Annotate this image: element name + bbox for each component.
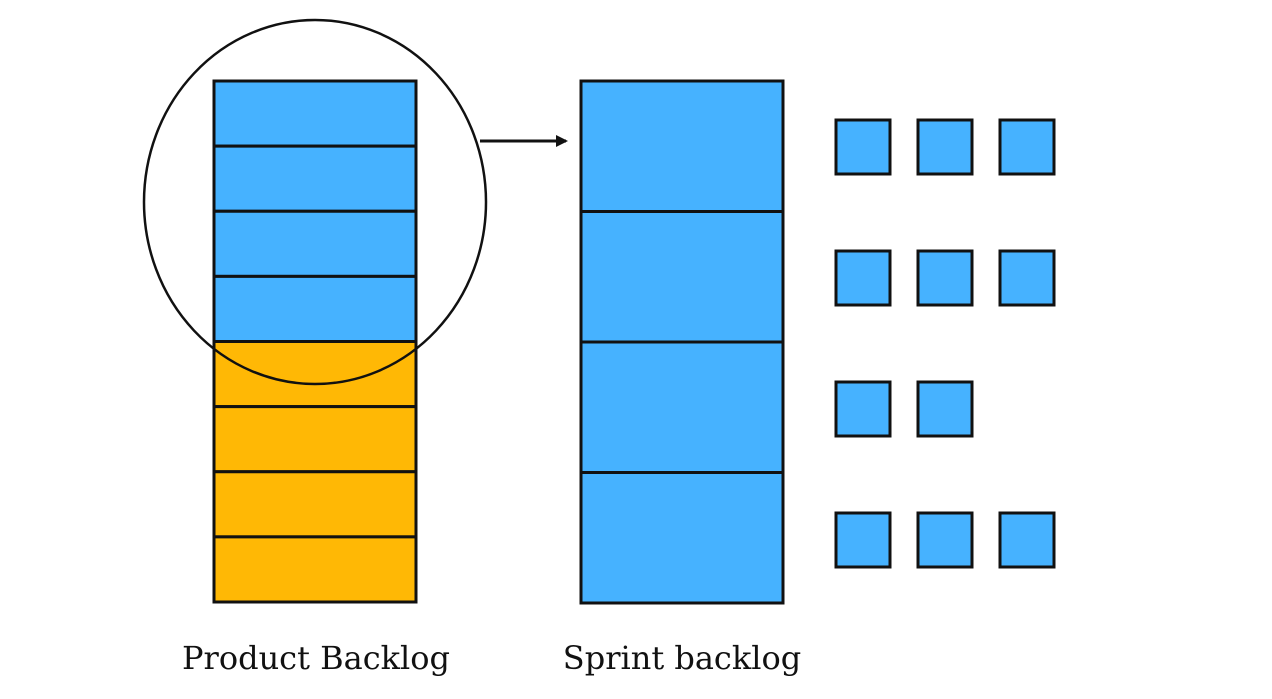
sprint-backlog-item bbox=[579, 210, 785, 344]
task-square bbox=[998, 511, 1056, 569]
task-square bbox=[998, 249, 1056, 307]
task-square bbox=[834, 511, 892, 569]
product-backlog-item-selected bbox=[212, 209, 418, 278]
task-square bbox=[916, 118, 974, 176]
product-backlog-item-selected bbox=[212, 144, 418, 213]
task-square bbox=[998, 118, 1056, 176]
task-square bbox=[834, 380, 892, 438]
sprint-backlog-item bbox=[579, 79, 785, 213]
product-backlog-item bbox=[212, 470, 418, 539]
product-backlog-item-selected bbox=[212, 79, 418, 148]
product-backlog-stack bbox=[212, 79, 418, 604]
task-square bbox=[916, 511, 974, 569]
selection-circle bbox=[142, 18, 488, 386]
sprint-backlog-item bbox=[579, 471, 785, 605]
sprint-backlog-stack bbox=[579, 79, 785, 605]
product-backlog-item bbox=[212, 535, 418, 604]
sprint-backlog-item bbox=[579, 340, 785, 474]
task-square bbox=[916, 249, 974, 307]
task-square bbox=[834, 249, 892, 307]
task-square bbox=[834, 118, 892, 176]
product-backlog-label: Product Backlog bbox=[181, 639, 451, 677]
task-square bbox=[916, 380, 974, 438]
product-backlog-item-selected bbox=[212, 274, 418, 343]
task-grid bbox=[834, 118, 1056, 569]
product-backlog-item bbox=[212, 405, 418, 474]
sprint-backlog-label: Sprint backlog bbox=[562, 639, 802, 677]
product-backlog-item bbox=[212, 340, 418, 409]
